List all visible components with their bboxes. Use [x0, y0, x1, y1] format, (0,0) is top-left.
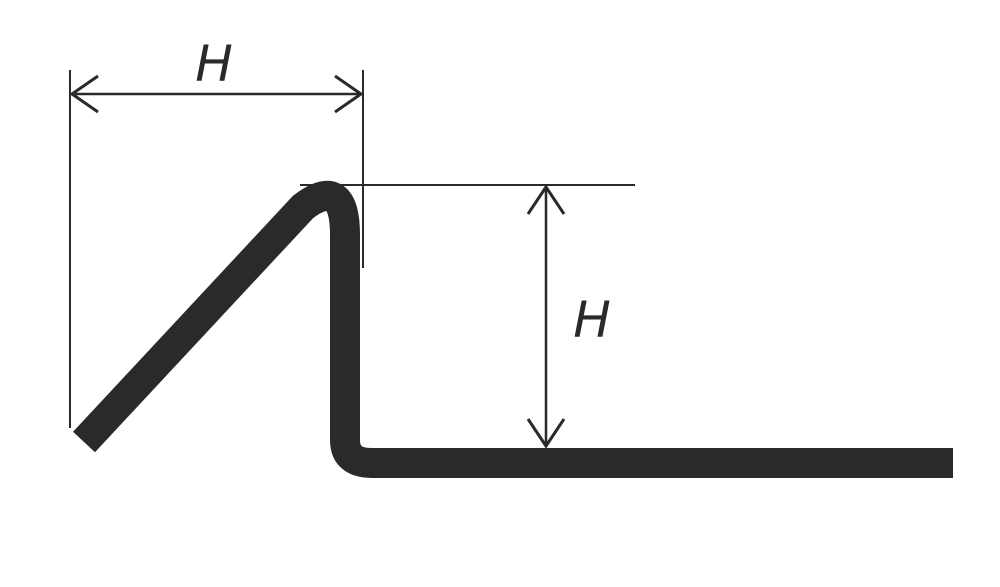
vertical-arrowhead-bottom — [526, 418, 566, 449]
vertical-arrowhead-top — [526, 184, 566, 215]
vertical-dimension-label: H — [573, 291, 611, 349]
horizontal-arrowhead-left — [69, 74, 99, 114]
horizontal-arrowhead-right — [334, 74, 364, 114]
profile-shape — [73, 181, 953, 478]
horizontal-dimension-label: H — [195, 35, 233, 93]
